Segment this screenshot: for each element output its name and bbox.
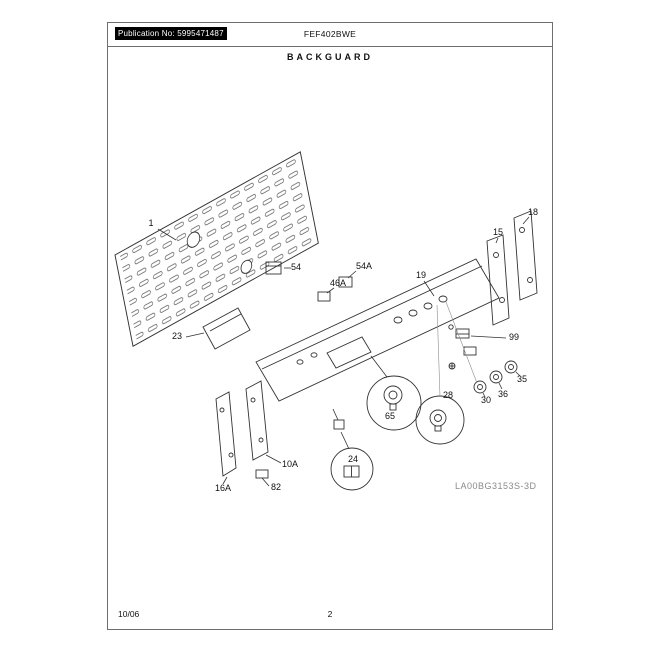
knob-36 xyxy=(489,370,503,384)
leader-lines xyxy=(157,216,530,487)
callout-82: 82 xyxy=(271,482,281,492)
section-title: BACKGUARD xyxy=(287,52,373,62)
callout-30: 30 xyxy=(481,395,491,405)
header-divider xyxy=(108,46,552,47)
callout-54A: 54A xyxy=(356,261,372,271)
part-82-foot xyxy=(255,469,269,479)
part-54a-switch xyxy=(338,276,353,288)
watermark-code: LA00BG3153S-3D xyxy=(455,481,537,491)
part-19-control-panel xyxy=(255,258,500,402)
callout-18: 18 xyxy=(528,207,538,217)
callout-16A: 16A xyxy=(215,483,231,493)
model-number: FEF402BWE xyxy=(303,29,357,39)
footer-page-number: 2 xyxy=(327,609,333,619)
document-sheet: Publication No: 5995471487 FEF402BWE BAC… xyxy=(107,22,553,630)
callout-35: 35 xyxy=(517,374,527,384)
footer-date: 10/06 xyxy=(118,609,140,619)
part-54-switch xyxy=(265,261,282,275)
part-24-switch xyxy=(333,419,345,430)
part-23-bracket xyxy=(202,307,251,350)
part-15-bracket xyxy=(486,234,510,326)
callout-10A: 10A xyxy=(282,459,298,469)
balloon-28-knob-detail xyxy=(415,395,465,445)
callout-99: 99 xyxy=(509,332,519,342)
part-46a-clip xyxy=(317,291,331,302)
balloon-65-knob-detail xyxy=(366,375,422,431)
callout-1: 1 xyxy=(148,218,153,228)
callout-23: 23 xyxy=(172,331,182,341)
screw-icon xyxy=(448,362,456,370)
callout-19: 19 xyxy=(416,270,426,280)
callout-24: 24 xyxy=(348,454,358,464)
publication-number: Publication No: 5995471487 xyxy=(115,27,227,40)
part-16a-bracket xyxy=(215,391,237,477)
callout-15: 15 xyxy=(493,227,503,237)
knob-35 xyxy=(504,360,518,374)
alignment-lines xyxy=(436,301,478,398)
part-10a-bracket xyxy=(245,380,269,461)
knob-30 xyxy=(473,380,487,394)
balloon-24-switch-detail xyxy=(330,447,374,491)
callout-layer: 1 54 54A 46A 23 19 15 18 99 35 36 30 28 65 24 10A 16A 82 xyxy=(148,207,538,493)
callout-54: 54 xyxy=(291,262,301,272)
part-1-rear-panel xyxy=(114,151,319,347)
part-18-bracket xyxy=(513,210,538,301)
part-99-clips xyxy=(448,324,477,356)
callout-28: 28 xyxy=(443,390,453,400)
callout-46A: 46A xyxy=(330,278,346,288)
callout-65: 65 xyxy=(385,411,395,421)
callout-36: 36 xyxy=(498,389,508,399)
